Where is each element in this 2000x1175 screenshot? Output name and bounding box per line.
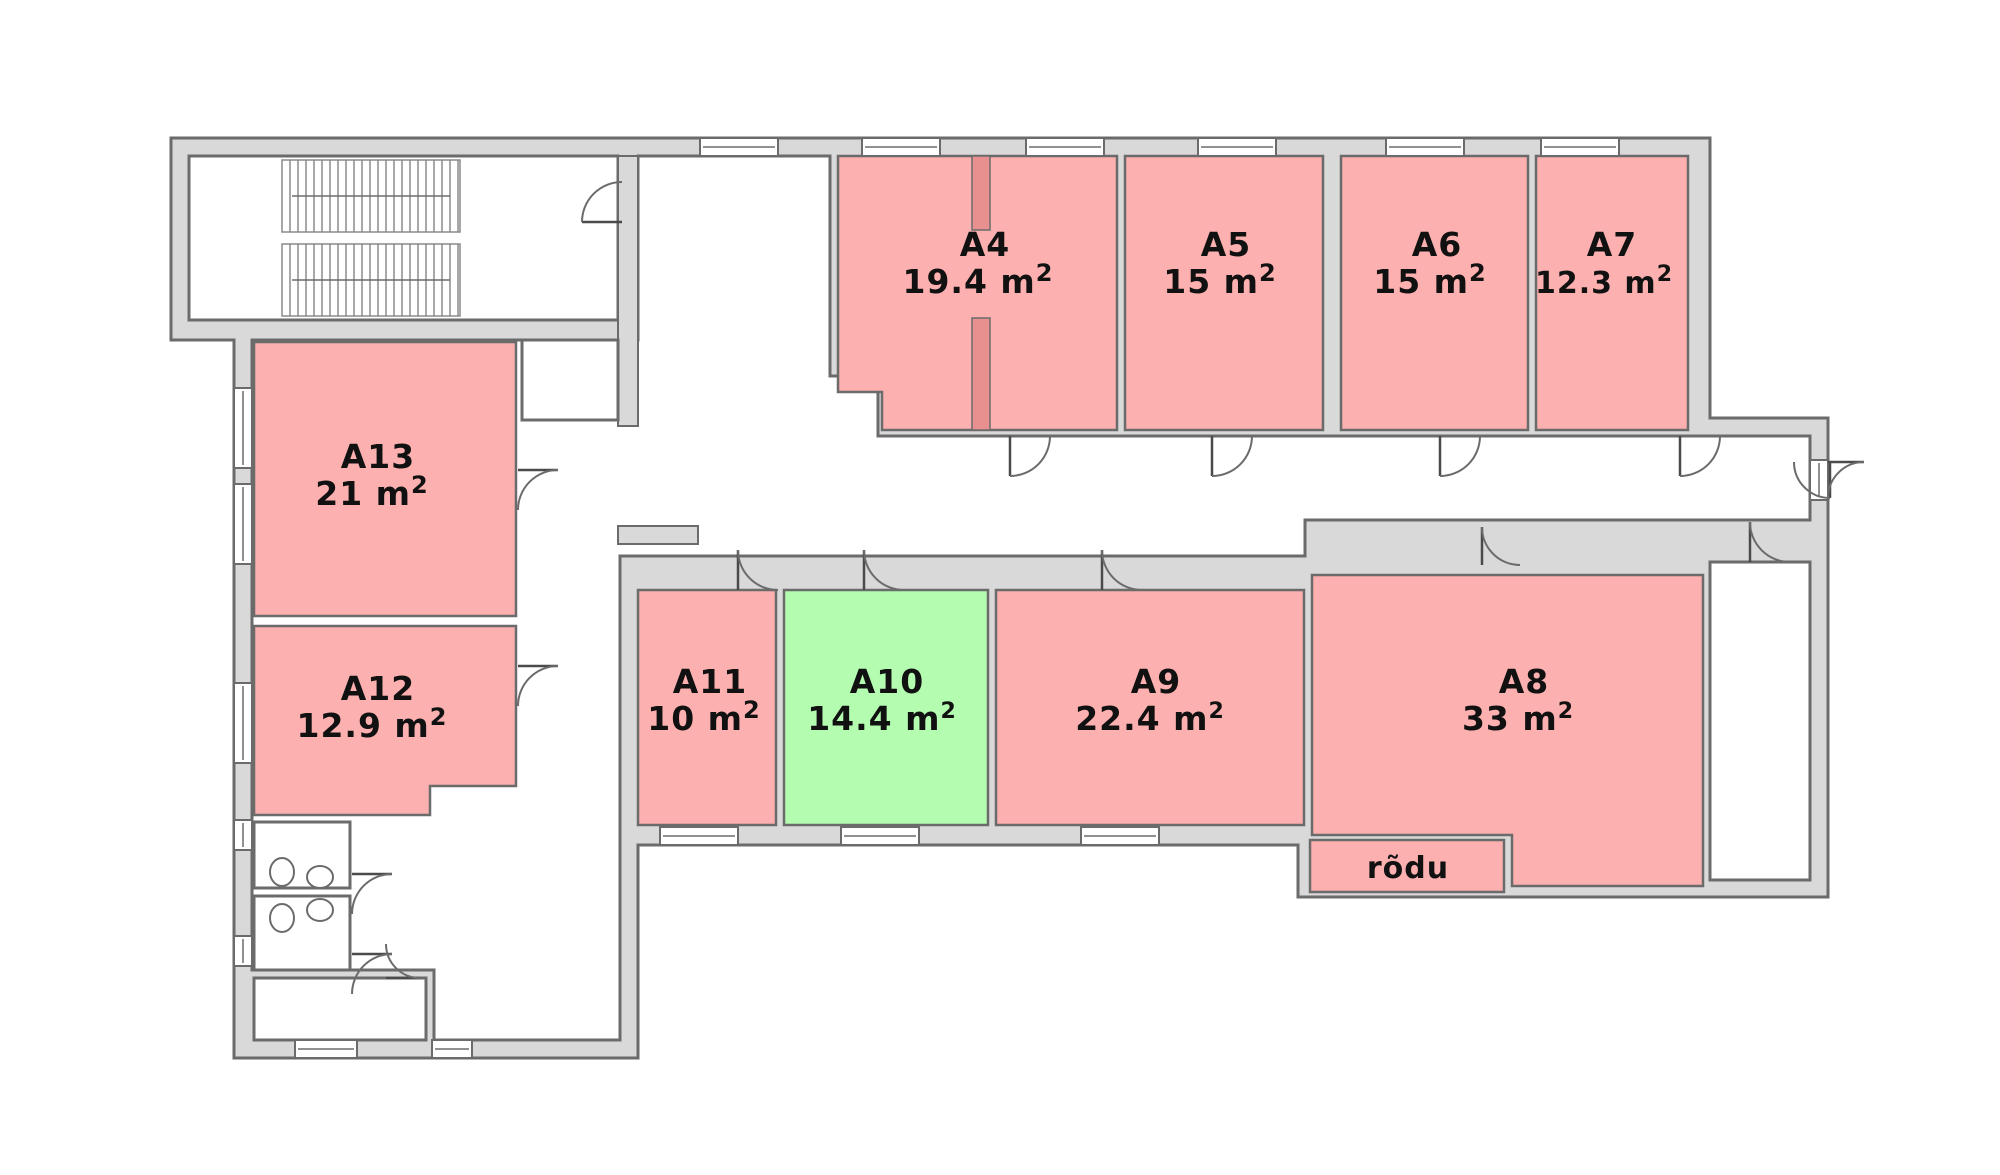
room-a11-area: 10 m2 [647, 696, 761, 738]
room-a8[interactable] [1310, 573, 1705, 888]
toilet-icon [269, 903, 295, 933]
room-a10-name: A10 [850, 662, 924, 701]
door[interactable] [1678, 435, 1721, 477]
room-a9-area: 22.4 m2 [1075, 699, 1225, 738]
staircase [281, 159, 461, 317]
door[interactable] [517, 664, 559, 707]
room-a5[interactable] [1123, 154, 1325, 432]
storage-right [1708, 560, 1812, 882]
door[interactable] [862, 549, 905, 591]
room-a11[interactable] [636, 588, 778, 827]
rooms [252, 154, 1705, 894]
room-a4-partition-bottom [971, 317, 991, 431]
room-a10[interactable] [782, 588, 990, 827]
room-a13-name: A13 [341, 437, 415, 476]
room-a5-area: 15 m2 [1163, 259, 1277, 301]
door[interactable] [517, 468, 559, 511]
room-a13-area: 21 m2 [315, 471, 429, 513]
door[interactable] [1827, 460, 1865, 499]
room-a6[interactable] [1339, 154, 1530, 432]
toilet-1 [252, 820, 352, 890]
room-a8-area: 33 m2 [1462, 699, 1574, 738]
door[interactable] [385, 943, 421, 980]
room-a6-name: A6 [1412, 225, 1463, 264]
door[interactable] [1100, 549, 1143, 591]
door[interactable] [1008, 435, 1051, 477]
room-a9-name: A9 [1131, 662, 1182, 701]
room-a12-area: 12.9 m2 [297, 703, 448, 745]
utility-room [252, 976, 428, 1042]
windows [233, 137, 1829, 1059]
door[interactable] [581, 181, 623, 224]
balcony-label: rõdu [1367, 851, 1449, 886]
room-a7-area: 12.3 m2 [1535, 262, 1673, 301]
room-a8-name: A8 [1499, 662, 1550, 701]
storage-room [520, 338, 620, 422]
door[interactable] [351, 872, 393, 915]
room-labels: A4 19.4 m2 A5 15 m2 A6 15 m2 A7 12.3 m2 … [297, 225, 1673, 886]
toilet-2 [252, 894, 352, 972]
sink-icon [306, 898, 334, 922]
corridor-bench [617, 525, 699, 545]
room-a4[interactable] [836, 154, 1119, 432]
room-a7-name: A7 [1587, 225, 1638, 264]
room-a4-name: A4 [960, 225, 1011, 264]
room-a10-area: 14.4 m2 [807, 699, 957, 738]
door[interactable] [1748, 521, 1791, 563]
room-a6-area: 15 m2 [1373, 259, 1487, 301]
room-a7[interactable] [1534, 154, 1690, 432]
room-a9[interactable] [994, 588, 1306, 827]
door[interactable] [1210, 435, 1253, 477]
room-a5-name: A5 [1201, 225, 1252, 264]
door[interactable] [1793, 461, 1832, 499]
door[interactable] [1480, 526, 1521, 566]
room-a13[interactable] [252, 340, 518, 618]
room-a4-partition-top [971, 155, 991, 231]
room-a4-area: 19.4 m2 [903, 259, 1054, 301]
room-a12[interactable] [252, 624, 518, 817]
toilet-icon [269, 857, 295, 887]
sink-icon [306, 865, 334, 889]
balcony [1308, 838, 1506, 894]
toilet-fixtures [269, 857, 334, 933]
door[interactable] [736, 549, 779, 591]
doors [351, 181, 1865, 995]
room-a12-name: A12 [341, 669, 415, 708]
door[interactable] [1438, 435, 1481, 477]
room-a11-name: A11 [673, 662, 747, 701]
door[interactable] [351, 952, 393, 995]
